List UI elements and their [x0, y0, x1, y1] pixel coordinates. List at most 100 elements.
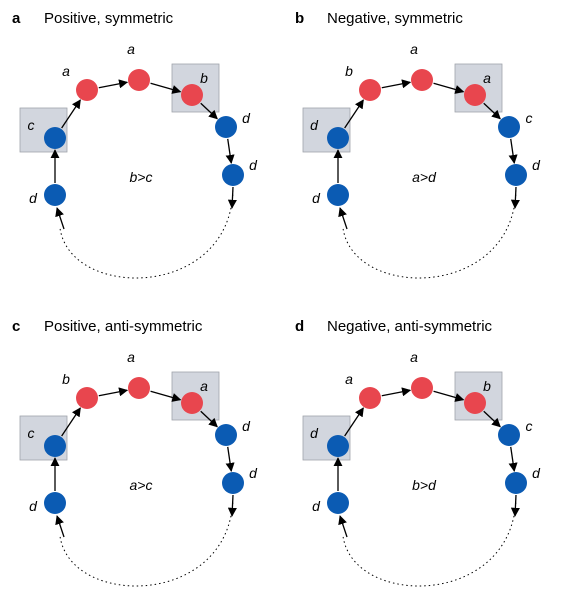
node-label: d: [312, 498, 321, 514]
cycle-arrow: [344, 407, 364, 437]
panel-letter: a: [12, 10, 21, 27]
cycle-diagram: d c a a b d d b>c: [19, 41, 258, 279]
panel-letter: b: [295, 10, 305, 27]
node-red: [464, 392, 486, 414]
cycle-arrow: [225, 446, 235, 473]
node-blue: [215, 116, 237, 138]
panel-letter: c: [12, 318, 21, 335]
node-blue: [222, 164, 244, 186]
panel-a: a Positive, symmetric d c a a b d d b>c: [0, 0, 282, 289]
arc-arrow: [510, 494, 520, 517]
node-blue: [498, 424, 520, 446]
return-arc: [59, 189, 234, 279]
condition-label: b>d: [412, 477, 437, 493]
node-label: b: [483, 378, 491, 394]
arc-arrow: [55, 207, 65, 230]
node-label: b: [62, 371, 70, 387]
node-label: a: [410, 349, 418, 365]
cycle-arrow: [98, 387, 129, 397]
node-red: [76, 387, 98, 409]
condition-label: a>d: [412, 169, 437, 185]
node-label: d: [249, 157, 258, 173]
panel-letter: d: [295, 318, 305, 335]
cycle-arrow: [433, 82, 465, 94]
node-blue: [498, 116, 520, 138]
panel-title: Negative, symmetric: [327, 10, 463, 27]
node-label: d: [29, 190, 38, 206]
panel-title: Negative, anti-symmetric: [327, 318, 493, 335]
cycle-arrow: [150, 390, 182, 402]
node-blue: [327, 492, 349, 514]
node-label: c: [28, 425, 35, 441]
cycle-arrow: [98, 79, 129, 89]
node-blue: [327, 184, 349, 206]
node-label: d: [312, 190, 321, 206]
node-blue: [44, 184, 66, 206]
panel-title: Positive, anti-symmetric: [44, 318, 203, 335]
node-blue: [505, 472, 527, 494]
node-label: d: [532, 465, 541, 481]
node-label: d: [310, 425, 319, 441]
node-red: [76, 79, 98, 101]
node-blue: [44, 435, 66, 457]
node-label: a: [127, 41, 135, 57]
cycle-arrow: [200, 102, 218, 120]
cycle-arrow: [508, 446, 518, 473]
node-blue: [327, 127, 349, 149]
cycle-arrow: [61, 407, 81, 437]
condition-label: b>c: [130, 169, 153, 185]
node-label: d: [242, 110, 251, 126]
condition-label: a>c: [130, 477, 153, 493]
node-label: c: [526, 110, 533, 126]
arc-arrow: [55, 515, 65, 538]
node-label: a: [345, 371, 353, 387]
node-blue: [505, 164, 527, 186]
node-red: [464, 84, 486, 106]
node-blue: [222, 472, 244, 494]
node-label: a: [62, 63, 70, 79]
node-label: a: [127, 349, 135, 365]
node-label: d: [310, 117, 319, 133]
cycle-arrow: [344, 99, 364, 129]
panel-title: Positive, symmetric: [44, 10, 174, 27]
node-red: [359, 387, 381, 409]
arc-arrow: [338, 515, 348, 538]
cycle-arrow: [508, 138, 518, 165]
node-label: d: [242, 418, 251, 434]
node-red: [411, 377, 433, 399]
cycle-arrow: [433, 390, 465, 402]
node-label: c: [526, 418, 533, 434]
cycle-arrow: [200, 410, 218, 428]
node-red: [181, 84, 203, 106]
node-label: b: [200, 70, 208, 86]
cycle-arrow: [381, 387, 412, 397]
cycle-diagram: d d a a b c d b>d: [302, 349, 541, 587]
node-label: a: [483, 70, 491, 86]
node-red: [411, 69, 433, 91]
node-label: a: [410, 41, 418, 57]
return-arc: [342, 189, 517, 279]
node-blue: [44, 492, 66, 514]
node-label: d: [532, 157, 541, 173]
node-label: c: [28, 117, 35, 133]
cycle-arrow: [150, 82, 182, 94]
arc-arrow: [510, 186, 520, 209]
return-arc: [59, 497, 234, 587]
arc-arrow: [227, 186, 237, 209]
cycle-arrow: [483, 410, 501, 428]
node-label: d: [29, 498, 38, 514]
arc-arrow: [227, 494, 237, 517]
node-red: [128, 69, 150, 91]
node-blue: [215, 424, 237, 446]
cycle-arrow: [483, 102, 501, 120]
cycle-arrow: [61, 99, 81, 129]
node-label: d: [249, 465, 258, 481]
node-red: [128, 377, 150, 399]
node-blue: [327, 435, 349, 457]
node-red: [359, 79, 381, 101]
cycle-arrow: [381, 79, 412, 89]
